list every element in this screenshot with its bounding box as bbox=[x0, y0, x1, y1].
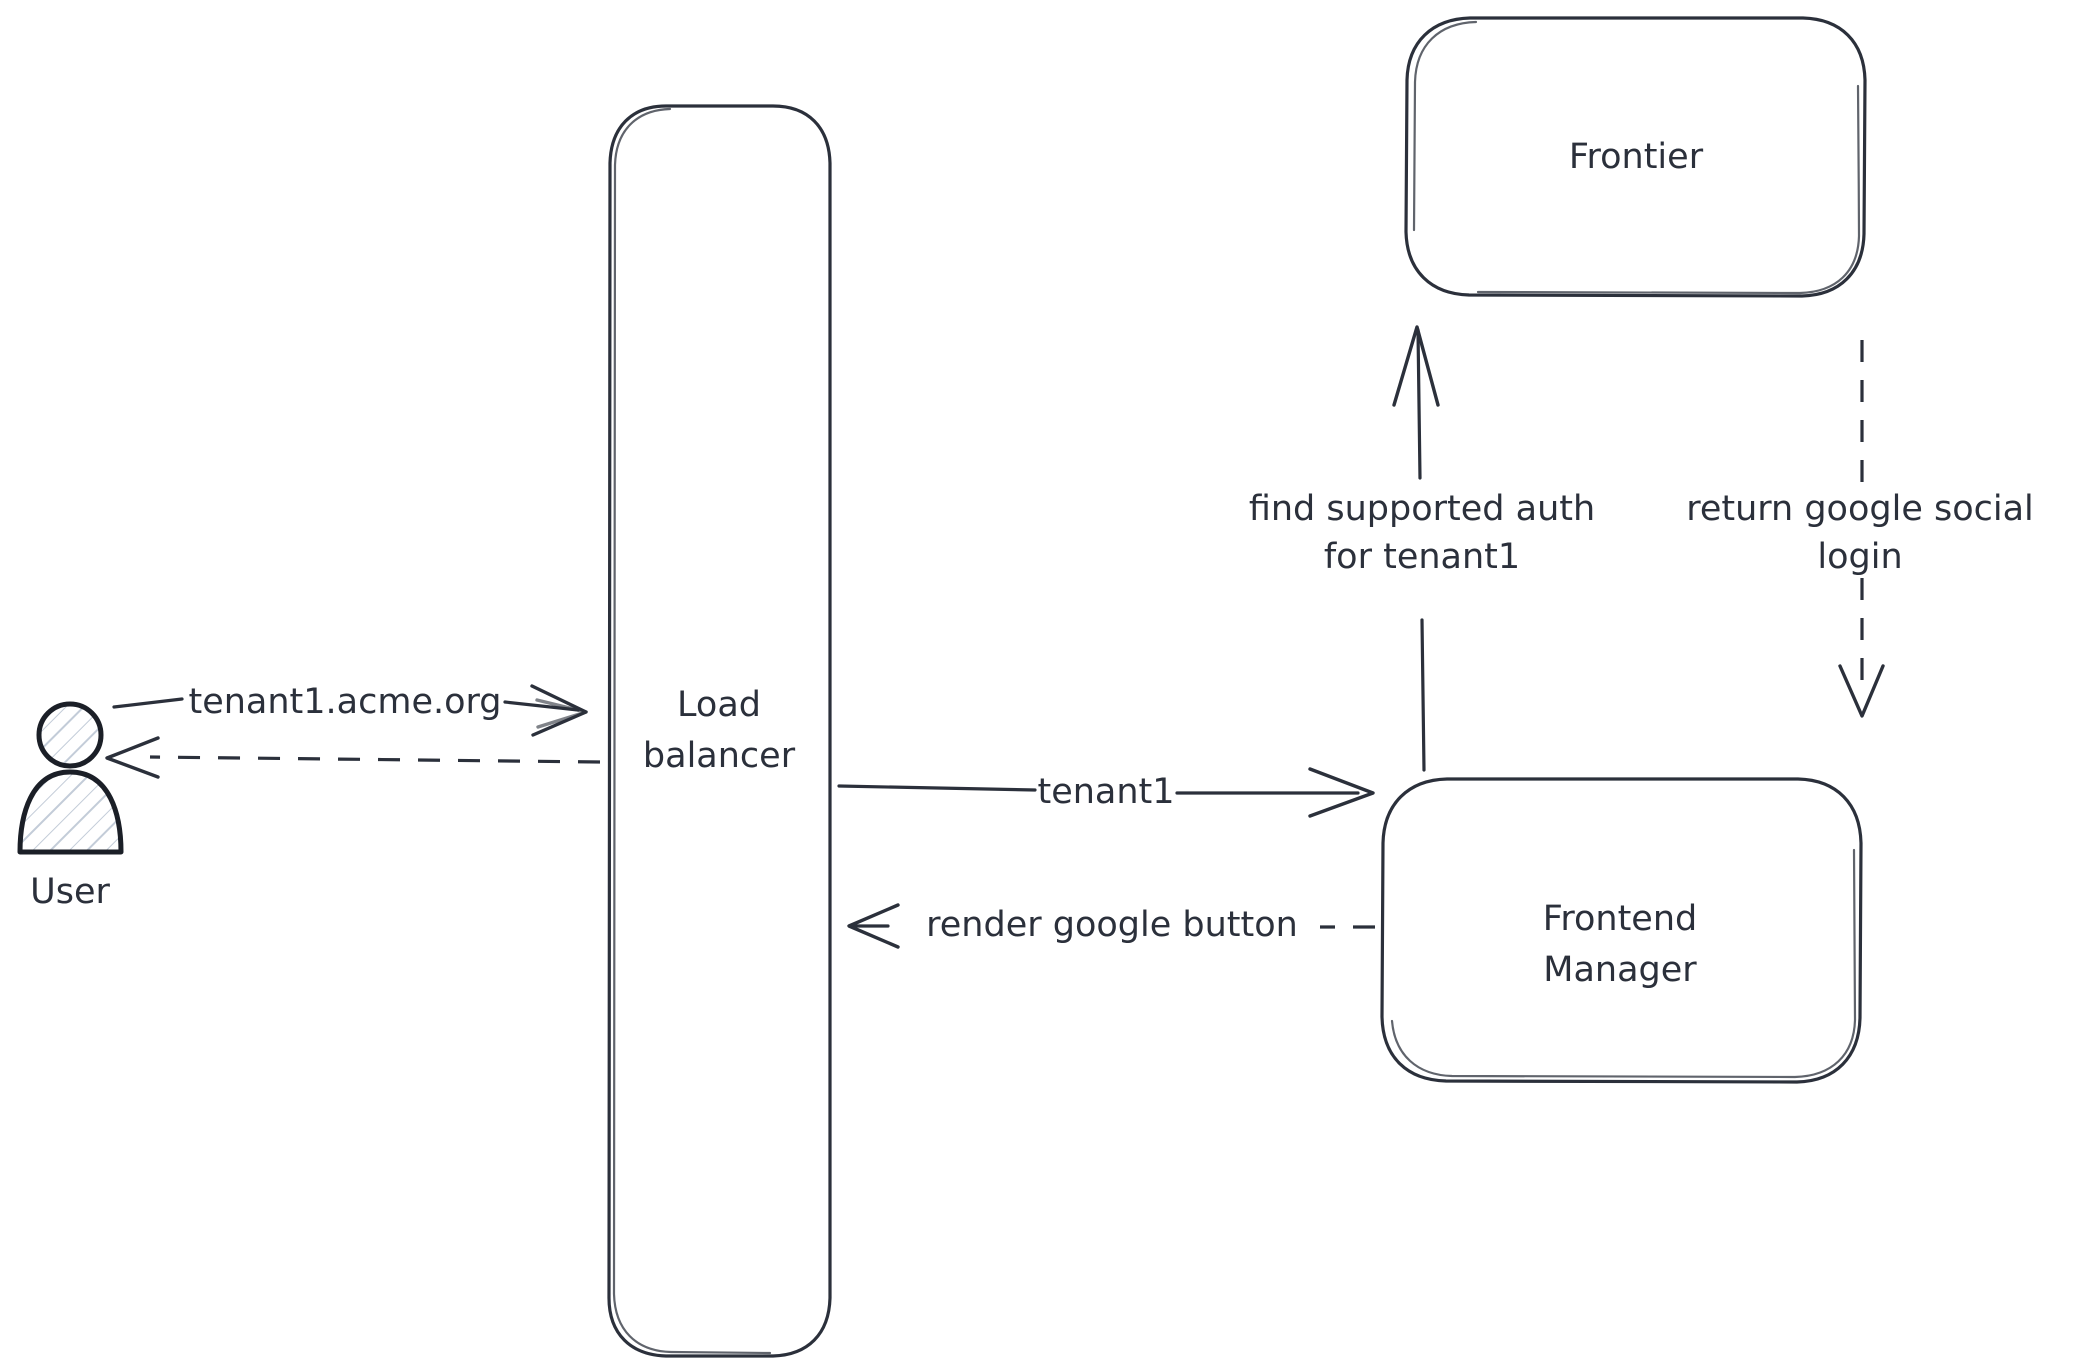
edge-load-balancer-to-frontend-manager bbox=[837, 767, 1375, 818]
actor-user[interactable] bbox=[17, 701, 124, 855]
edge-frontier-to-frontend-manager bbox=[1838, 340, 1885, 718]
edge-load-balancer-to-user bbox=[105, 736, 601, 779]
actor-user-label: User bbox=[30, 872, 110, 912]
edge-user-to-load-balancer bbox=[112, 684, 588, 737]
node-frontend-manager-label-line2: Manager bbox=[1543, 950, 1697, 990]
edge-frontend-manager-to-load-balancer bbox=[847, 903, 1375, 949]
node-load-balancer-label-line1: Load bbox=[677, 685, 761, 725]
edge-label-return-google-social-line1: return google social bbox=[1686, 489, 2034, 529]
node-frontier-label: Frontier bbox=[1569, 137, 1704, 177]
node-frontend-manager-label-line1: Frontend bbox=[1543, 899, 1697, 939]
edge-label-find-supported-auth-line1: find supported auth bbox=[1249, 489, 1595, 529]
node-frontier[interactable] bbox=[1404, 16, 1867, 298]
edge-label-tenant1-acme-org: tenant1.acme.org bbox=[188, 682, 501, 722]
edge-label-find-supported-auth-line2: for tenant1 bbox=[1324, 537, 1520, 577]
edge-label-tenant1: tenant1 bbox=[1037, 772, 1174, 812]
edge-frontend-manager-to-frontier bbox=[1392, 325, 1440, 772]
edge-label-render-google-button: render google button bbox=[926, 905, 1298, 945]
node-load-balancer[interactable] bbox=[607, 104, 832, 1358]
node-load-balancer-label-line2: balancer bbox=[643, 736, 796, 776]
node-frontend-manager[interactable] bbox=[1380, 777, 1863, 1084]
edge-label-return-google-social-line2: login bbox=[1817, 537, 1902, 577]
